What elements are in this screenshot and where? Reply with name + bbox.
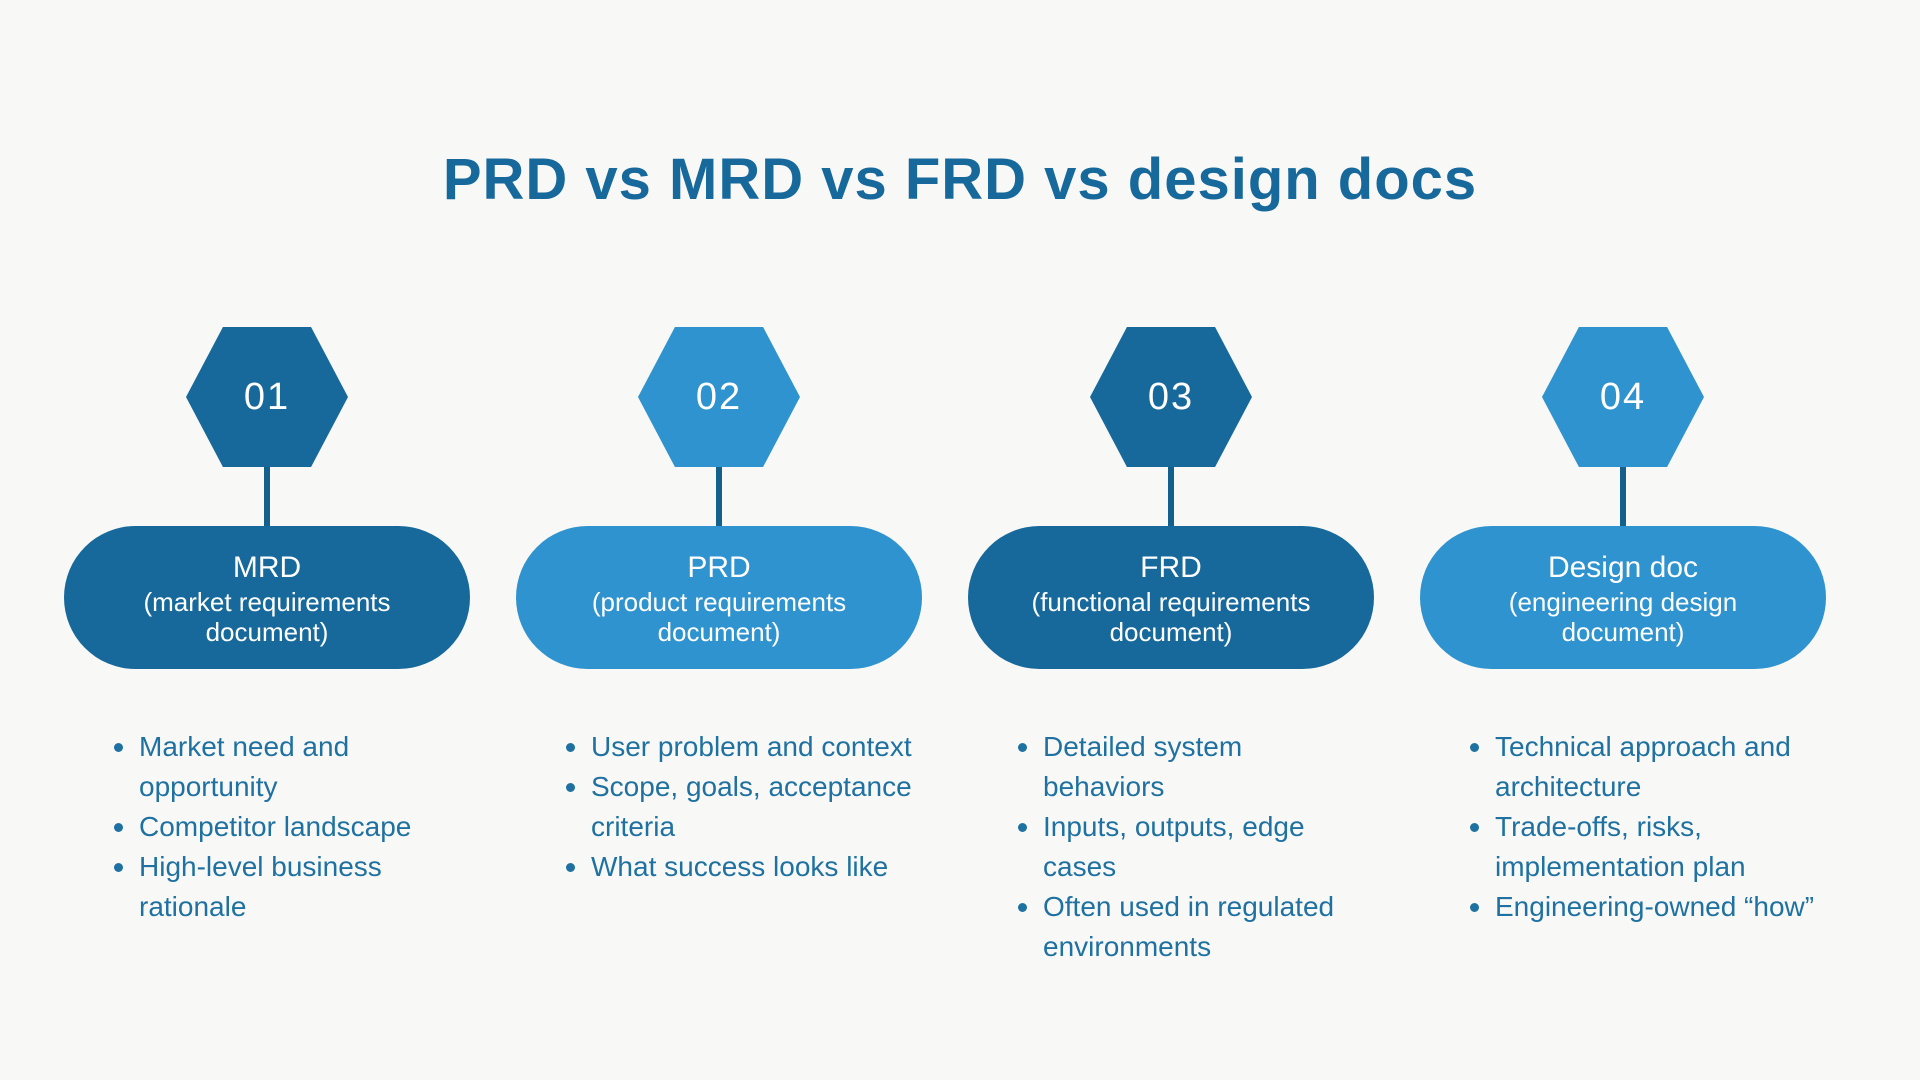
doc-type-title: FRD [1140,550,1202,584]
step-number: 03 [1147,375,1195,418]
doc-type-pill: PRD (product requirements document) [516,526,922,669]
doc-type-title: PRD [687,550,751,584]
bullet-item: Scope, goals, acceptance criteria [564,767,914,847]
step-number: 01 [243,375,291,418]
doc-type-subtitle: (product requirements document) [591,586,847,647]
doc-type-subtitle: (market requirements document) [143,586,391,647]
doc-type-pill: Design doc (engineering design document) [1420,526,1826,669]
connector-line [1168,467,1174,526]
bullet-list: Market need and opportunity Competitor l… [112,727,462,927]
bullet-list: Technical approach and architecture Trad… [1468,727,1818,927]
column-design-doc: 04 Design doc (engineering design docume… [1420,327,1826,967]
bullet-item: Engineering-owned “how” [1468,887,1818,927]
doc-type-pill: FRD (functional requirements document) [968,526,1374,669]
doc-type-title: Design doc [1547,550,1699,584]
column-frd: 03 FRD (functional requirements document… [968,327,1374,967]
bullet-item: Trade-offs, risks, implementation plan [1468,807,1818,887]
doc-type-title: MRD [232,550,302,584]
hexagon-step-icon: 02 [638,327,800,467]
connector-line [1620,467,1626,526]
bullet-list: User problem and context Scope, goals, a… [564,727,914,887]
column-mrd: 01 MRD (market requirements document) Ma… [64,327,470,967]
page-title: PRD vs MRD vs FRD vs design docs [442,147,1478,212]
connector-line [716,467,722,526]
hexagon-step-icon: 04 [1542,327,1704,467]
bullet-item: Inputs, outputs, edge cases [1016,807,1366,887]
bullet-item: Technical approach and architecture [1468,727,1818,807]
hexagon-step-icon: 03 [1090,327,1252,467]
bullet-item: High-level business rationale [112,847,462,927]
doc-type-subtitle: (engineering design document) [1508,586,1738,647]
bullet-item: Detailed system behaviors [1016,727,1366,807]
hexagon-step-icon: 01 [186,327,348,467]
bullet-list: Detailed system behaviors Inputs, output… [1016,727,1366,967]
doc-type-subtitle: (functional requirements document) [1031,586,1311,647]
bullet-item: Market need and opportunity [112,727,462,807]
bullet-item: Often used in regulated environments [1016,887,1366,967]
column-prd: 02 PRD (product requirements document) U… [516,327,922,967]
bullet-item: Competitor landscape [112,807,462,847]
comparison-diagram: 01 MRD (market requirements document) Ma… [64,327,1826,967]
step-number: 04 [1599,375,1647,418]
doc-type-pill: MRD (market requirements document) [64,526,470,669]
bullet-item: What success looks like [564,847,914,887]
step-number: 02 [695,375,743,418]
bullet-item: User problem and context [564,727,914,767]
connector-line [264,467,270,526]
